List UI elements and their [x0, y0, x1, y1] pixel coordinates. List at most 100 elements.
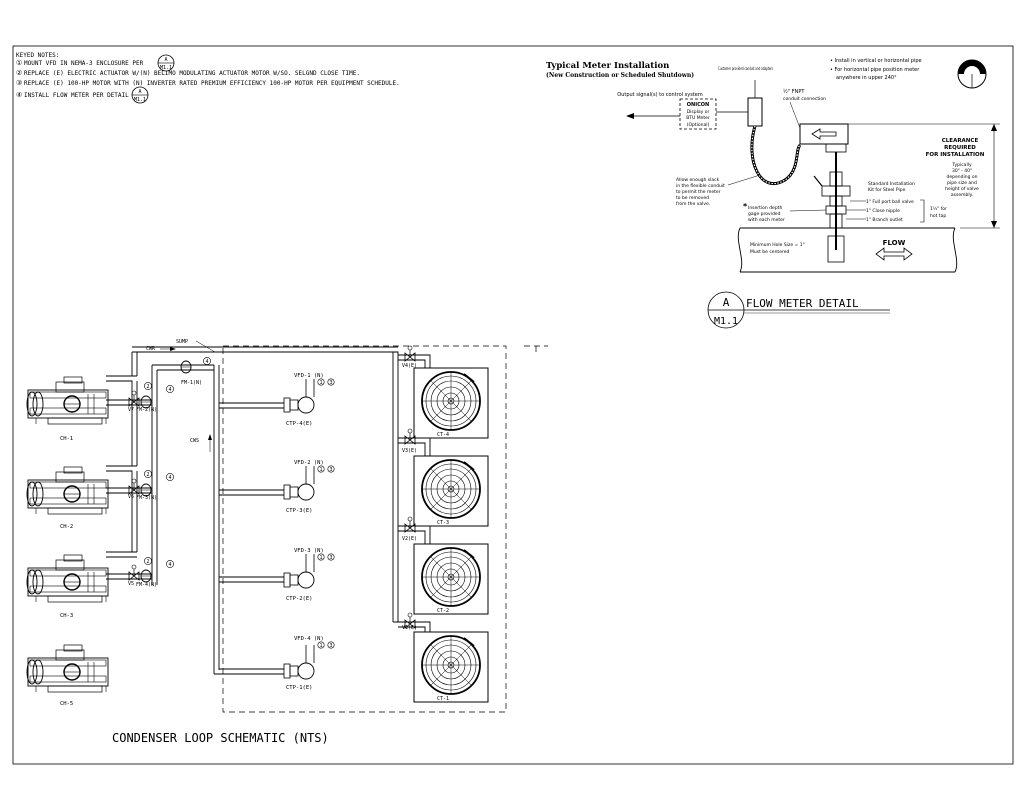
vfd-label-2: VFD-2 (N) [294, 460, 324, 466]
pump-label-ctp-2: CTP-2(E) [286, 596, 313, 602]
kit-label-1: Standard Installation [868, 181, 915, 187]
meter-label-fm-3: FM-3(N) [136, 495, 157, 501]
typical-label-6: assembly. [951, 192, 973, 198]
flow-meter-detail-caption: FLOW METER DETAIL [746, 297, 859, 310]
min-hole-label-2: Must be centered [750, 249, 789, 255]
note-bubble-4: 4 [168, 475, 171, 481]
output-signal-text: Output signal(s) to control system [617, 92, 703, 98]
outlet-label: 1" Branch outlet [866, 217, 903, 223]
flexible-conduit [750, 125, 802, 186]
typical-label-1: Typically [951, 162, 972, 168]
install-note-1: • Install in vertical or horizontal pipe [830, 58, 922, 64]
chiller-label-ch-2: CH-2 [60, 524, 73, 530]
note-3-number: ③ [16, 79, 22, 87]
hot-tap-label-1: 1½" for [930, 205, 947, 212]
typical-label-5: height of valve [945, 186, 979, 192]
meter-detail-subtitle: (New Construction or Scheduled Shutdown) [546, 72, 694, 79]
pump-label-ctp-3: CTP-3(E) [286, 508, 313, 514]
insertion-label-3: with each meter [748, 217, 785, 223]
cooling-tower-ct-1 [413, 631, 489, 703]
insertion-label-1: Insertion depth [748, 205, 782, 211]
cooling-tower-ct-3 [413, 455, 489, 527]
typical-label-2: 30" - 40" [952, 168, 972, 174]
vfd-note-3: 3 [329, 555, 332, 561]
flow-meter-fm-1 [180, 360, 192, 374]
note-3-text: REPLACE (E) 100-HP MOTOR WITH (N) INVERT… [24, 80, 400, 87]
vfd-note-1: 1 [319, 467, 322, 473]
valve-label-v1: V1(E) [402, 625, 417, 631]
valve-label-v4: V4(E) [402, 363, 417, 369]
tower-label-ct-4: CT-4 [437, 432, 449, 438]
ball-valve-label: 1" Full port ball valve [866, 199, 914, 205]
note-4-text: INSTALL FLOW METER PER DETAIL [24, 92, 129, 99]
keyed-notes-heading: KEYED NOTES: [16, 52, 59, 59]
chiller-label-ch-5: CH-5 [60, 701, 73, 707]
callout-top: A [723, 296, 730, 309]
customer-conduit-label: Customer provided conduit and adapters [718, 66, 773, 72]
note-bubble-4: 4 [168, 387, 171, 393]
min-hole-label-1: Minimum Hole Size = 1" [750, 242, 805, 248]
hot-tap-label-2: hot tap [930, 213, 946, 219]
pump-ctp-1 [283, 644, 315, 680]
note-bubble-2: 2 [146, 559, 149, 565]
ref-bottom: M1.1 [134, 97, 146, 103]
note-bubble-2: 2 [146, 472, 149, 478]
pump-label-ctp-4: CTP-4(E) [286, 421, 313, 427]
ref-bottom: M1.1 [160, 65, 172, 71]
typical-label-4: pipe size and [947, 180, 977, 186]
tower-label-ct-2: CT-2 [437, 608, 449, 614]
position-gauge-icon [957, 59, 987, 89]
chiller-label-ch-3: CH-3 [60, 613, 73, 619]
vfd-note-1: 1 [319, 380, 322, 386]
sump-label: SUMP [176, 339, 188, 345]
onicon-display-box [679, 98, 717, 130]
nipple-label: 1" Close nipple [866, 208, 900, 214]
note-bubble-4: 4 [205, 359, 208, 365]
cooling-tower-ct-2 [413, 543, 489, 615]
fnpt-label-1: ½" FNPT [783, 88, 805, 95]
svg-text:*: * [743, 202, 748, 211]
tower-label-ct-1: CT-1 [437, 696, 449, 702]
insertion-label-2: gage provided [748, 211, 781, 217]
onicon-label-1: ONICON [687, 102, 709, 108]
valve-label-v2: V2(E) [402, 536, 417, 542]
clearance-label-1: CLEARANCE [942, 138, 979, 144]
valve-v6 [128, 478, 140, 495]
condenser-loop-schematic: CWR SUMP CWS CH-1 C [26, 339, 548, 745]
vfd-note-1: 1 [319, 555, 322, 561]
ref-top: A [138, 89, 141, 95]
valve-v5 [128, 564, 140, 581]
install-note-2: • For horizontal pipe position meter [830, 67, 920, 73]
pump-ctp-4 [283, 378, 315, 414]
note-2-number: ② [16, 69, 22, 77]
flow-meter-detail-callout[interactable]: A M1.1 [707, 291, 890, 329]
onicon-label-4: (Optional) [687, 122, 710, 128]
meter-label-fm-4: FM-4(N) [136, 582, 157, 588]
callout-bottom: M1.1 [714, 316, 738, 327]
chiller-ch-5 [26, 644, 109, 693]
flow-direction-arrow-icon [875, 247, 913, 261]
onicon-label-3: BTU Meter [686, 115, 710, 121]
note-1-number: ① [16, 59, 22, 67]
note-bubble-4: 4 [168, 562, 171, 568]
typical-label-3: depending on [947, 174, 978, 180]
kit-label-2: Kit for Steel Pipe [868, 187, 906, 193]
pump-ctp-2 [283, 553, 315, 589]
valve-label-v5: V5 [128, 581, 134, 587]
vfd-label-1: VFD-1 (N) [294, 373, 324, 379]
slack-label-3: to permit the meter [676, 189, 721, 195]
chiller-ch-2 [26, 466, 109, 515]
detail-ref-bubble-note-4[interactable]: A M1.1 [131, 86, 149, 104]
note-1-text: MOUNT VFD IN NEMA-3 ENCLOSURE PER [24, 60, 144, 67]
sheet-border [12, 45, 1014, 765]
keyed-notes: KEYED NOTES: ① MOUNT VFD IN NEMA-3 ENCLO… [16, 52, 400, 104]
ref-top: A [164, 57, 167, 63]
meter-head [799, 123, 849, 145]
slack-label-5: from the valve. [676, 201, 710, 207]
tower-label-ct-3: CT-3 [437, 520, 449, 526]
onicon-label-2: Display or [687, 109, 710, 115]
detail-ref-bubble-note-1[interactable]: A M1.1 [157, 54, 175, 72]
vfd-label-3: VFD-3 (N) [294, 548, 324, 554]
slack-label-1: Allow enough slack [676, 177, 720, 183]
